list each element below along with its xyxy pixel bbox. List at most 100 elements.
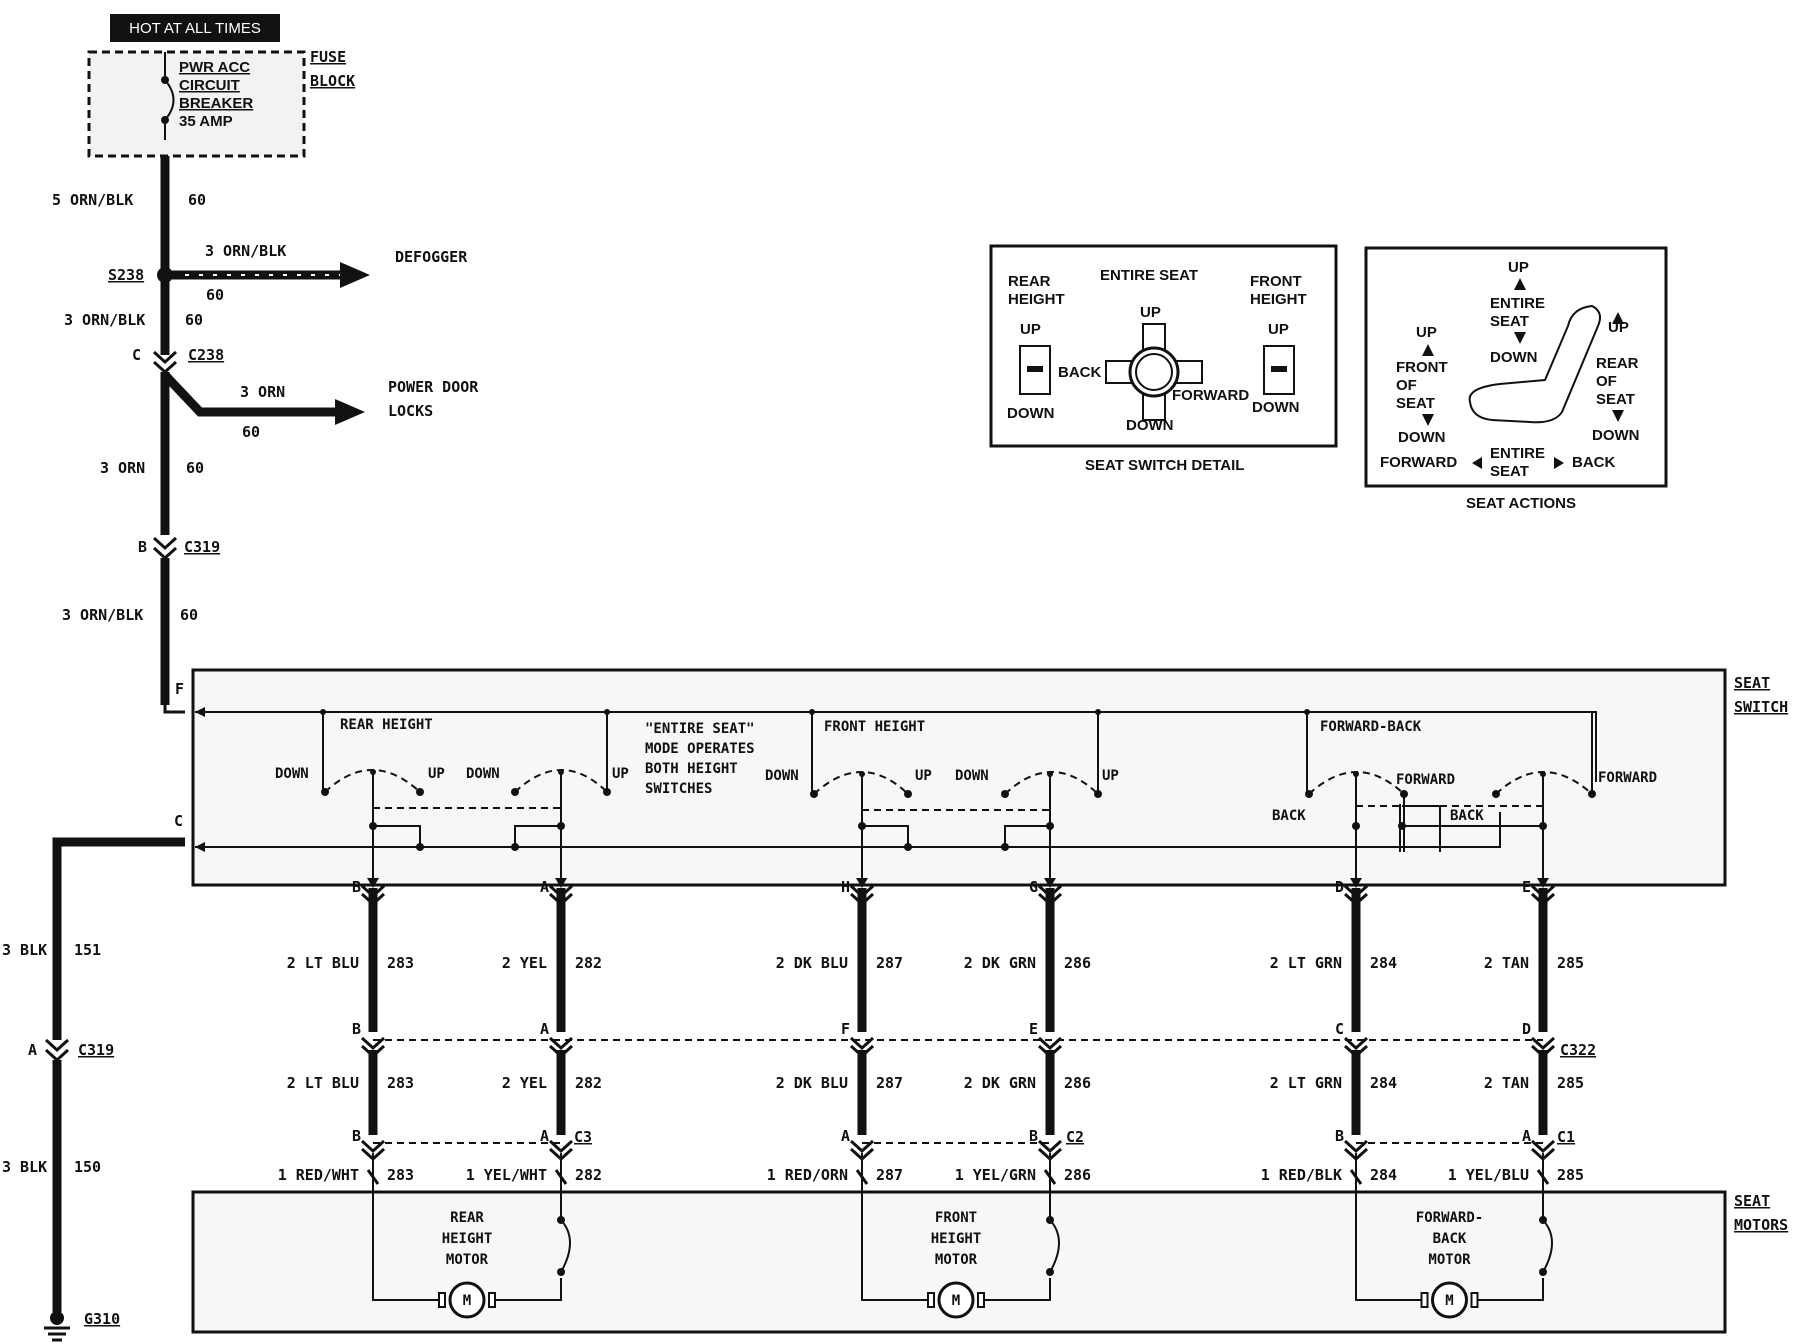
entire-seat-switch-icon (1105, 323, 1203, 421)
connector-pin: E (1029, 1020, 1038, 1038)
connector-label: C238 (188, 346, 224, 364)
connector-symbol (1530, 1139, 1556, 1162)
entire-seat-note: SWITCHES (645, 781, 712, 797)
connector-pin: A (1522, 1127, 1531, 1145)
detail-up-label: UP (1020, 321, 1041, 338)
detail-down-label: DOWN (1007, 405, 1055, 422)
connector-pin: C (174, 812, 183, 830)
wire-label: 3 ORN/BLK (62, 606, 143, 624)
circuit-number: 284 (1370, 1074, 1397, 1092)
circuit-number: 283 (387, 1166, 414, 1184)
actions-front-of-seat-label: FRONT (1396, 359, 1448, 376)
connector-pin: E (1522, 878, 1531, 896)
wire-label: 1 RED/BLK (1261, 1166, 1342, 1184)
power-door-locks-label: POWER DOOR (388, 378, 479, 396)
wire-label: 2 YEL (502, 954, 547, 972)
wire-break (1043, 1169, 1057, 1185)
motor-icon (937, 1281, 975, 1319)
wire-label: 2 LT BLU (287, 954, 359, 972)
wire-break (855, 1169, 869, 1185)
wire-label: 2 DK GRN (964, 1074, 1036, 1092)
connector-label: C3 (574, 1128, 592, 1146)
switch-position-label: UP (612, 766, 629, 782)
seat-switch-box (191, 668, 1727, 887)
connector-symbol (849, 1036, 875, 1059)
circuit-number: 60 (242, 423, 260, 441)
circuit-number: 284 (1370, 954, 1397, 972)
circuit-number: 60 (206, 286, 224, 304)
circuit-number: 287 (876, 1166, 903, 1184)
switch-position-label: UP (915, 768, 932, 784)
connector-symbol (548, 884, 574, 907)
detail-entire-seat-label: ENTIRE SEAT (1100, 267, 1198, 284)
actions-up-label: UP (1508, 259, 1529, 276)
wire-label: 2 TAN (1484, 954, 1529, 972)
circuit-number: 284 (1370, 1166, 1397, 1184)
connector-label: C2 (1066, 1128, 1084, 1146)
circuit-number: 60 (180, 606, 198, 624)
circuit-number: 283 (387, 1074, 414, 1092)
breaker-line-2: CIRCUIT (179, 77, 240, 94)
wire-label: 3 ORN (240, 383, 285, 401)
wire-label: 3 BLK (2, 941, 47, 959)
connector-pin: B (352, 1020, 361, 1038)
switch-position-label: DOWN (955, 768, 989, 784)
connector-symbol (1343, 1139, 1369, 1162)
circuit-number: 287 (876, 1074, 903, 1092)
connector-c319-ground (44, 1038, 70, 1063)
detail-back-label: BACK (1058, 364, 1101, 381)
breaker-line-3: BREAKER (179, 95, 253, 112)
connector-pin: A (28, 1041, 37, 1059)
wire-label: 1 RED/WHT (278, 1166, 359, 1184)
motor-name-label: REAR (450, 1210, 484, 1226)
connector-pin: D (1335, 878, 1344, 896)
seat-motors-label: SEAT (1734, 1192, 1770, 1210)
connector-symbol (360, 1036, 386, 1059)
switch-position-label: FORWARD (1598, 770, 1657, 786)
seat-switch-label: SEAT (1734, 674, 1770, 692)
wire-label: 2 YEL (502, 1074, 547, 1092)
motor-wire (861, 1192, 928, 1301)
power-door-locks-label: LOCKS (388, 402, 433, 420)
detail-forward-label: FORWARD (1172, 387, 1249, 404)
actions-entire-seat-label: SEAT (1490, 463, 1529, 480)
connector-pin: G (1029, 878, 1038, 896)
circuit-number: 150 (74, 1158, 101, 1176)
connector-symbol (1530, 1036, 1556, 1059)
connector-pin: B (1029, 1127, 1038, 1145)
rear-height-switch: DOWN UP DOWN UP (275, 709, 629, 888)
motor-name-label: MOTOR (935, 1252, 978, 1268)
wire-label: 3 ORN/BLK (205, 242, 286, 260)
motor-wire (1477, 1278, 1544, 1301)
connector-symbol (548, 1139, 574, 1162)
connector-pin: F (841, 1020, 850, 1038)
detail-rear-height-label: REAR (1008, 273, 1051, 290)
splice-s238 (157, 267, 173, 283)
rear-height-switch-label: REAR HEIGHT (340, 717, 433, 733)
circuit-number: 286 (1064, 1074, 1091, 1092)
ground-circuit: C 3 BLK 151 A C319 3 BLK 150 G310 (2, 812, 185, 1342)
circuit-number: 151 (74, 941, 101, 959)
circuit-number: 285 (1557, 954, 1584, 972)
detail-rear-height-label: HEIGHT (1008, 291, 1065, 308)
actions-entire-seat-label: SEAT (1490, 313, 1529, 330)
wire-label: 2 LT GRN (1270, 1074, 1342, 1092)
switch-position-label: DOWN (275, 766, 309, 782)
wire-label: 2 DK BLU (776, 954, 848, 972)
wire-label: 2 LT BLU (287, 1074, 359, 1092)
front-height-switch-label: FRONT HEIGHT (824, 719, 925, 735)
connector-symbol (849, 884, 875, 907)
motor-symbol-label: M (952, 1293, 960, 1309)
circuit-number: 282 (575, 1166, 602, 1184)
connector-pin: H (841, 878, 850, 896)
motor-icon (448, 1281, 486, 1319)
seat-switch-label: SWITCH (1734, 698, 1788, 716)
seat-switch: SEAT SWITCH REAR HEIGHT FRONT HEIGHT FOR… (191, 668, 1788, 888)
switch-position-label: BACK (1272, 808, 1306, 824)
entire-seat-note: BOTH HEIGHT (645, 761, 738, 777)
wire-label: 1 RED/ORN (767, 1166, 848, 1184)
actions-up-label: UP (1416, 324, 1437, 341)
detail-front-height-label: HEIGHT (1250, 291, 1307, 308)
connector-symbol (1037, 884, 1063, 907)
